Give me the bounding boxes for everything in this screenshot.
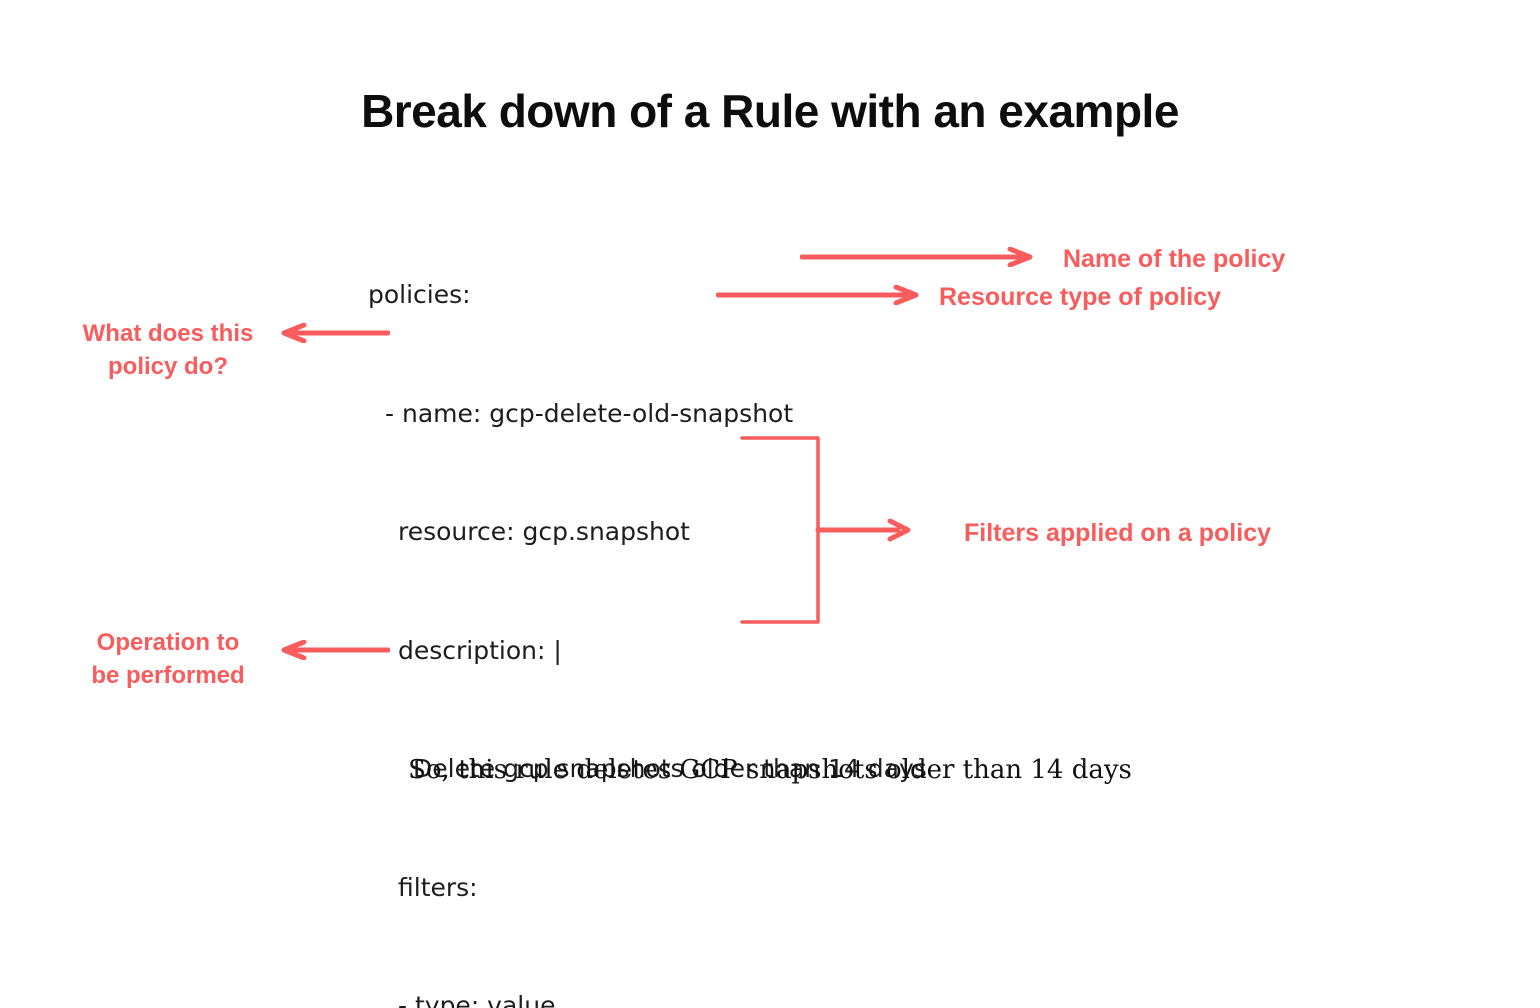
yaml-line-resource: resource: gcp.snapshot [398, 517, 690, 546]
page-title: Break down of a Rule with an example [361, 85, 1179, 137]
yaml-line-filter-type: - type: value [398, 991, 556, 1008]
yaml-line-description: description: | [398, 635, 562, 665]
left-arrow-icon [281, 640, 390, 660]
left-arrow-icon [281, 323, 390, 343]
yaml-line-name: - name: gcp-delete-old-snapshot [385, 398, 794, 428]
description-label-line1: What does this [82, 320, 254, 347]
yaml-line-policies: policies: [368, 280, 471, 309]
actions-label-line1: Operation to [96, 629, 240, 656]
right-arrow-icon [800, 247, 1033, 267]
description-label: What does this policy do? [62, 317, 274, 383]
actions-label: Operation to be performed [62, 626, 274, 692]
yaml-code-block: policies: - name: gcp-delete-old-snapsho… [368, 196, 927, 1008]
name-policy-label: Name of the policy [1063, 245, 1286, 273]
resource-type-label: Resource type of policy [939, 283, 1222, 311]
yaml-line-description-text: Delete gcp snapshots older than 14 days [413, 754, 927, 783]
filters-label: Filters applied on a policy [964, 519, 1272, 547]
description-label-line2: policy do? [108, 353, 228, 380]
summary-note: So, this rule deletes GCP snapshots olde… [408, 755, 1132, 785]
bracket-arrow-icon [740, 436, 911, 624]
right-arrow-icon [716, 285, 919, 305]
actions-label-line2: be performed [91, 662, 245, 689]
yaml-line-filters: filters: [398, 872, 478, 902]
